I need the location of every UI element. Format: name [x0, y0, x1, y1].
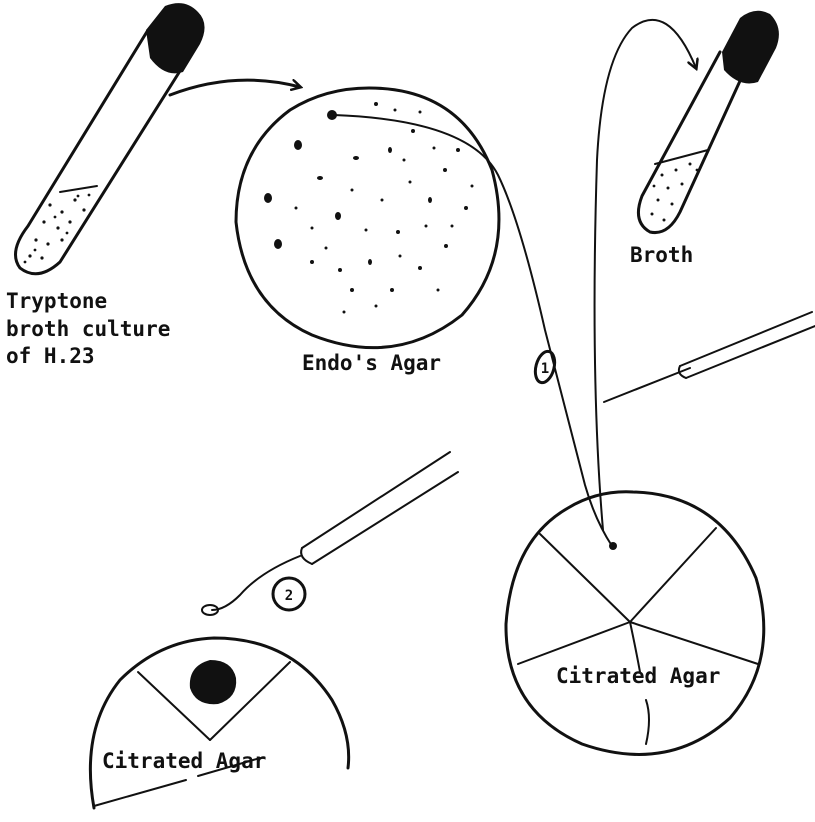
citrated-agar-plate-right: Citrated Agar: [506, 492, 764, 755]
inoculating-loop-left: [202, 452, 458, 615]
endo-colonies: [264, 102, 474, 314]
loop-marker-1-number: 1: [541, 361, 549, 377]
broth-tube-plug: [722, 11, 779, 84]
citrated-agar-label-right: Citrated Agar: [556, 664, 720, 688]
transfer-arrow-plate-to-broth: [595, 20, 696, 530]
broth-tube: Broth: [630, 11, 779, 267]
endo-agar-plate: Endo's Agar: [236, 88, 499, 375]
citrated-agar-label-left: Citrated Agar: [102, 749, 266, 773]
tube-caption-line-2: broth culture: [6, 317, 170, 341]
tryptone-broth-tube: [16, 3, 205, 274]
broth-tube-turbidity: [651, 163, 699, 222]
colony-pick-path: [334, 115, 612, 546]
broth-tube-label: Broth: [630, 243, 693, 267]
loop-marker-2: 2: [273, 578, 305, 610]
transfer-arrow-tube-to-endo: [170, 80, 300, 95]
tube-caption: Tryptone broth culture of H.23: [6, 289, 170, 368]
loop-marker-1: 1: [532, 349, 558, 385]
loop-marker-2-number: 2: [285, 588, 293, 604]
inoculating-needle-right: [604, 312, 815, 402]
endo-agar-label: Endo's Agar: [302, 351, 441, 375]
citrated-agar-plate-left: Citrated Agar: [90, 638, 348, 808]
growth-colony: [190, 660, 236, 704]
cotton-plug: [146, 3, 205, 73]
tube-caption-line-3: of H.23: [6, 344, 95, 368]
tube-caption-line-1: Tryptone: [6, 289, 107, 313]
